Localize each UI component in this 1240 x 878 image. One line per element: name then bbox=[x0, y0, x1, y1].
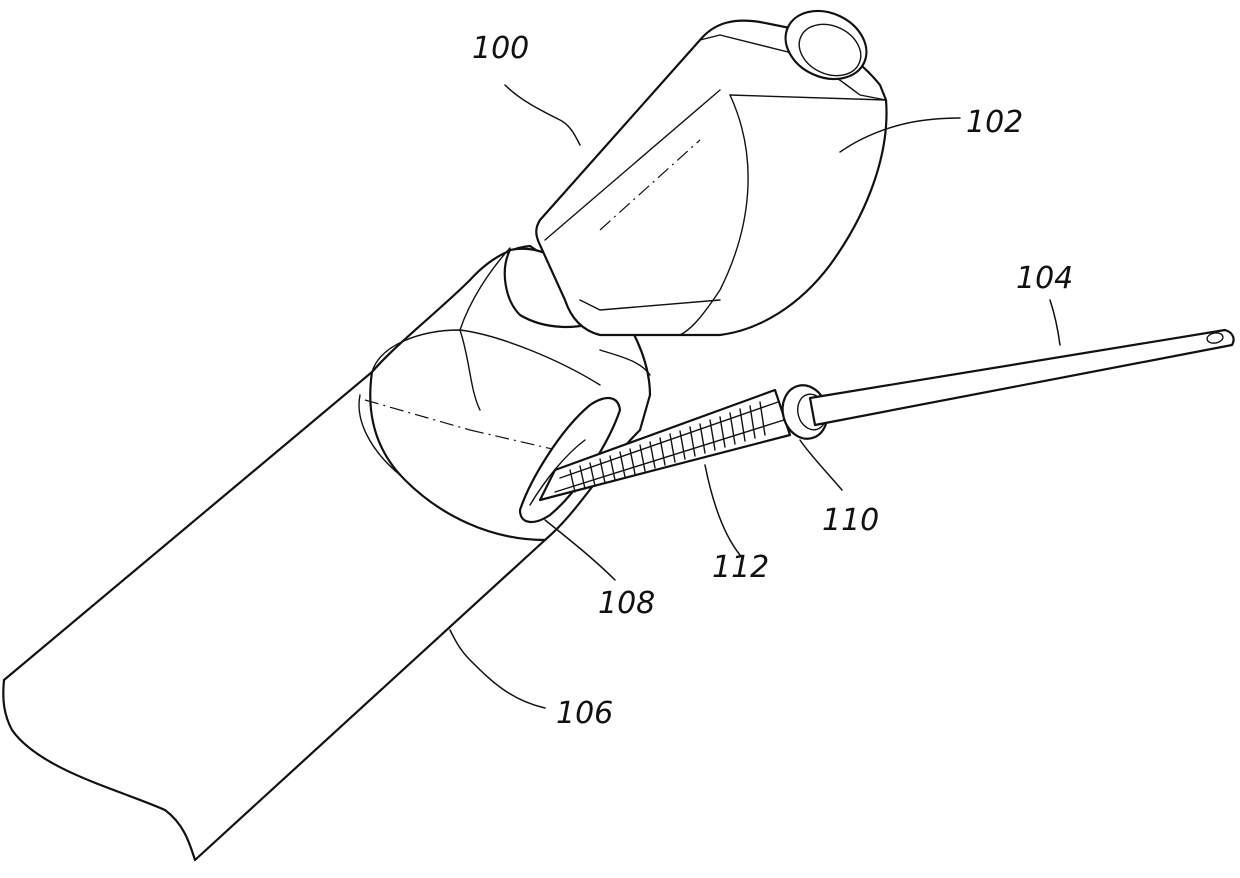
label-106: 106 bbox=[556, 696, 613, 731]
label-104: 104 bbox=[1016, 261, 1073, 296]
label-110: 110 bbox=[822, 503, 879, 538]
label-102: 102 bbox=[966, 105, 1023, 140]
needle bbox=[810, 330, 1234, 425]
label-112: 112 bbox=[712, 550, 769, 585]
label-108: 108 bbox=[598, 586, 655, 621]
label-100: 100 bbox=[472, 31, 529, 66]
